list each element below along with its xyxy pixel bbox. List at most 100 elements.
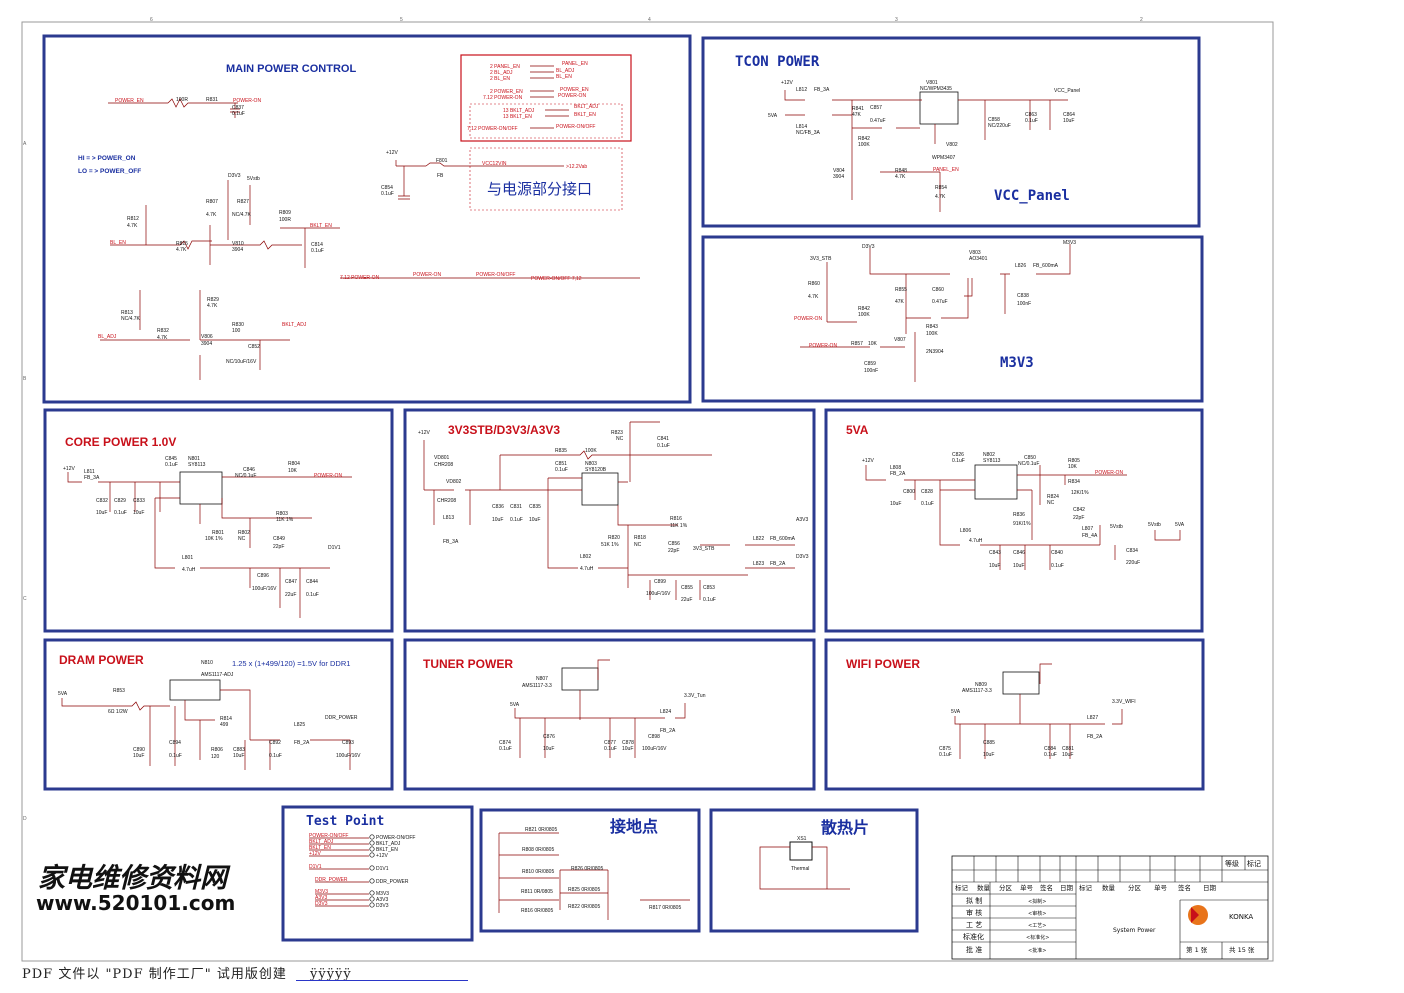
svg-text:+12V: +12V — [418, 430, 430, 436]
svg-text:R816 0R/0805: R816 0R/0805 — [521, 908, 553, 914]
svg-text:R807: R807 — [206, 199, 218, 205]
section-title: 3V3STB/D3V3/A3V3 — [448, 423, 560, 437]
svg-text:C837: C837 — [232, 105, 244, 111]
svg-text:FB_3A: FB_3A — [84, 475, 100, 481]
svg-text:CHR208: CHR208 — [434, 462, 453, 468]
section-title: 接地点 — [610, 817, 658, 836]
svg-text:NC/10uF/16V: NC/10uF/16V — [226, 359, 257, 365]
svg-text:7.12 POWER-ON: 7.12 POWER-ON — [340, 275, 380, 281]
pdf-footer: PDF 文件以 "PDF 制作工厂" 试用版创建 ÿÿÿÿÿ — [22, 963, 352, 982]
svg-text:220uF: 220uF — [1126, 560, 1140, 566]
svg-text:10uF: 10uF — [529, 517, 540, 523]
svg-text:3V3_STB: 3V3_STB — [810, 256, 832, 262]
svg-text:A3V3: A3V3 — [796, 517, 808, 523]
svg-text:<批准>: <批准> — [1028, 947, 1046, 954]
svg-text:12K/1%: 12K/1% — [1071, 490, 1089, 496]
svg-text:C883: C883 — [233, 747, 245, 753]
svg-text:R821 0R/0805: R821 0R/0805 — [525, 827, 557, 833]
svg-text:标记: 标记 — [1247, 859, 1261, 868]
svg-text:D3V3: D3V3 — [228, 173, 241, 179]
svg-text:BL_EN: BL_EN — [556, 74, 572, 80]
hi-label: HI = > POWER_ON — [78, 155, 136, 162]
section-title: M3V3 — [1000, 355, 1034, 371]
svg-text:R817 0R/0805: R817 0R/0805 — [649, 905, 681, 911]
svg-text:POWER-ON: POWER-ON — [809, 343, 837, 349]
svg-text:10K 1%: 10K 1% — [205, 536, 223, 542]
svg-text:AMS1117-ADJ: AMS1117-ADJ — [201, 672, 234, 678]
svg-text:VD801: VD801 — [434, 455, 450, 461]
svg-text:<审核>: <审核> — [1028, 910, 1046, 917]
svg-text:L807: L807 — [1082, 526, 1093, 532]
svg-text:AMS1117-3.3: AMS1117-3.3 — [962, 688, 992, 694]
svg-text:C844: C844 — [306, 579, 318, 585]
svg-text:C854: C854 — [381, 185, 393, 191]
svg-text:分区: 分区 — [1128, 883, 1142, 892]
svg-text:C856: C856 — [668, 541, 680, 547]
tcon-power-section: TCON POWER VCC_Panel +12V 5VA VCC_Panel … — [701, 36, 1201, 228]
svg-text:47K: 47K — [852, 112, 862, 118]
svg-text:0.1uF: 0.1uF — [604, 746, 617, 752]
svg-text:C833: C833 — [133, 498, 145, 504]
svg-text:100uF/16V: 100uF/16V — [642, 746, 667, 752]
section-title: DRAM POWER — [59, 653, 144, 667]
svg-text:BL_ADJ: BL_ADJ — [98, 334, 117, 340]
svg-text:NC: NC — [238, 536, 246, 542]
svg-text:R830: R830 — [232, 322, 244, 328]
svg-text:BKLT_EN: BKLT_EN — [310, 223, 332, 229]
svg-text:R805: R805 — [1068, 458, 1080, 464]
svg-text:FB_2A: FB_2A — [1087, 734, 1103, 740]
svg-text:FB_2A: FB_2A — [660, 728, 676, 734]
svg-text:0.1uF: 0.1uF — [114, 510, 127, 516]
footer-junk: ÿÿÿÿÿ — [310, 967, 352, 982]
svg-text:C826: C826 — [952, 452, 964, 458]
svg-text:+12V: +12V — [309, 851, 321, 857]
svg-text:R853: R853 — [113, 688, 125, 694]
svg-text:数量: 数量 — [977, 883, 991, 892]
svg-text:FB: FB — [437, 173, 444, 179]
svg-text:C847: C847 — [285, 579, 297, 585]
svg-text:R813: R813 — [121, 310, 133, 316]
section-title: WIFI POWER — [846, 657, 920, 671]
svg-text:10uF: 10uF — [983, 752, 994, 758]
svg-text:C814: C814 — [311, 242, 323, 248]
svg-text:C800: C800 — [903, 489, 915, 495]
svg-text:4.7K: 4.7K — [127, 223, 138, 229]
svg-text:5VA: 5VA — [58, 691, 68, 697]
svg-text:10uF: 10uF — [890, 501, 901, 507]
svg-text:N810: N810 — [201, 660, 213, 666]
svg-text:N807: N807 — [536, 676, 548, 682]
svg-text:R823: R823 — [611, 430, 623, 436]
svg-text:分区: 分区 — [999, 883, 1013, 892]
svg-text:C843: C843 — [989, 550, 1001, 556]
stb-power-section: 3V3STB/D3V3/A3V3 +12V VD801 CHR208 VD802… — [403, 408, 816, 633]
svg-text:System Power: System Power — [1113, 927, 1156, 934]
svg-text:10uF: 10uF — [133, 510, 144, 516]
section-title: 5VA — [846, 423, 869, 437]
svg-text:POWER_EN: POWER_EN — [115, 98, 144, 104]
svg-text:10K: 10K — [868, 341, 878, 347]
svg-text:NC/4.7K: NC/4.7K — [232, 212, 252, 218]
svg-text:D: D — [23, 816, 27, 822]
svg-text:0.1uF: 0.1uF — [510, 517, 523, 523]
svg-text:BKLT_EN: BKLT_EN — [574, 112, 596, 118]
svg-text:0.1uF: 0.1uF — [306, 592, 319, 598]
svg-text:XS1: XS1 — [797, 836, 807, 842]
svg-text:0.47uF: 0.47uF — [932, 299, 948, 305]
svg-text:+12V: +12V — [63, 466, 75, 472]
svg-text:C858: C858 — [988, 117, 1000, 123]
svg-text:100uF/16V: 100uF/16V — [336, 753, 361, 759]
svg-text:C885: C885 — [983, 740, 995, 746]
svg-text:C875: C875 — [939, 746, 951, 752]
konka-logo: KONKA — [1188, 905, 1253, 925]
svg-text:R857: R857 — [851, 341, 863, 347]
svg-text:100uF/16V: 100uF/16V — [252, 586, 277, 592]
svg-text:100nF: 100nF — [1017, 301, 1031, 307]
svg-text:3.3V_Tun: 3.3V_Tun — [684, 693, 706, 699]
svg-text:10uF: 10uF — [1062, 752, 1073, 758]
section-title: 散热片 — [821, 818, 869, 837]
svg-text:22pF: 22pF — [1073, 515, 1084, 521]
svg-text:3: 3 — [895, 17, 898, 23]
svg-text:4.7K: 4.7K — [808, 294, 819, 300]
svg-text:日期: 日期 — [1060, 884, 1074, 892]
